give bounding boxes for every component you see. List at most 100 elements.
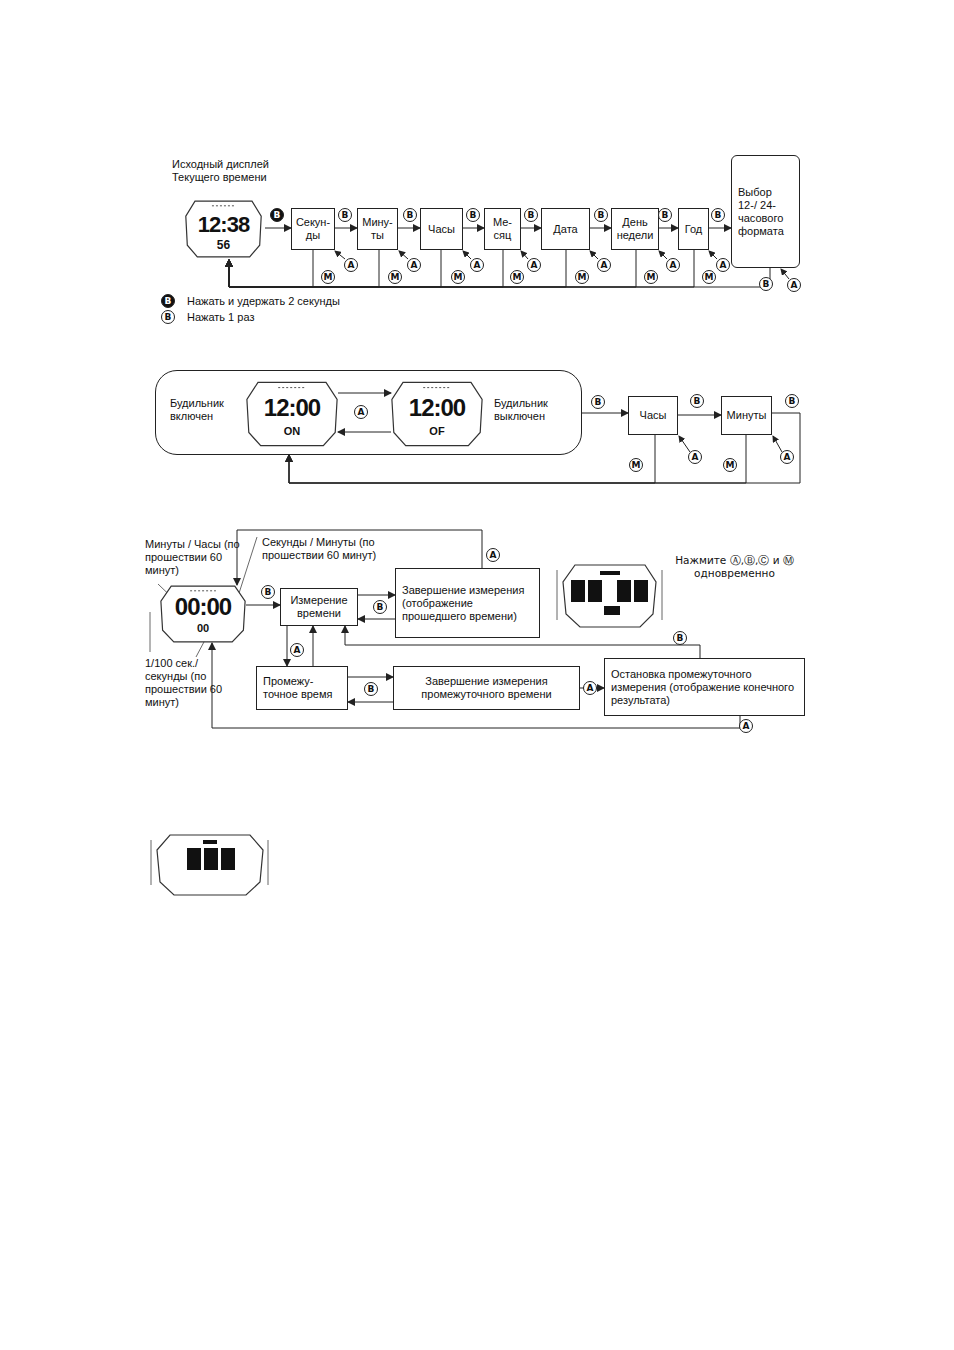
button-label: A xyxy=(344,258,358,272)
watch-display: 12:00OF xyxy=(391,381,483,447)
button-label: M xyxy=(388,270,402,284)
button-label: A xyxy=(780,450,794,464)
button-label: M xyxy=(644,270,658,284)
button-label: A xyxy=(688,450,702,464)
callout-text: 1/100 сек./ секунды (по прошествии 60 ми… xyxy=(145,657,241,709)
connector-arrow xyxy=(338,393,391,394)
button-label: B xyxy=(759,277,773,291)
connector-arrow xyxy=(289,435,655,483)
legend-text: Нажать 1 раз xyxy=(187,311,254,324)
button-label: A xyxy=(527,258,541,272)
button-label: B xyxy=(364,682,378,696)
connector-arrow xyxy=(348,702,393,703)
connector-arrow xyxy=(463,228,484,229)
connector-arrow xyxy=(358,595,395,596)
node-text: 56 xyxy=(185,238,262,252)
watch-display: Исходный дисплей Текущего времени12:3856 xyxy=(170,158,265,260)
button-label: M xyxy=(321,270,335,284)
all-segments-watch xyxy=(557,565,662,627)
node-text: 12:00 xyxy=(391,395,483,421)
process-box: Ме- сяц xyxy=(484,208,521,250)
button-label: A xyxy=(597,258,611,272)
node-text: 00 xyxy=(160,622,246,635)
node-text: Будильник выключен xyxy=(494,397,578,423)
connector-arrow xyxy=(229,250,636,287)
connector-arrow xyxy=(289,435,746,483)
process-box: Секун- ды xyxy=(291,208,335,250)
connector-arrow xyxy=(398,228,420,229)
node-text: Остановка промежуточного измерения (отоб… xyxy=(611,668,798,707)
button-label: A xyxy=(739,719,753,733)
button-label: M xyxy=(451,270,465,284)
connector-arrow xyxy=(358,619,395,620)
connector-arrow xyxy=(709,228,731,229)
callout-text: Минуты / Часы (по прошествии 60 минут) xyxy=(145,538,241,577)
process-box: Промежу- точное время xyxy=(256,666,348,710)
connector-arrow xyxy=(590,228,611,229)
node-text: Промежу- точное время xyxy=(263,675,341,701)
button-label: M xyxy=(575,270,589,284)
node-text: Секун- ды xyxy=(294,216,332,242)
button-label: M xyxy=(723,458,737,472)
alarm-group: Будильник включен Будильник выключен 12:00… xyxy=(155,370,582,455)
node-text: Ме- сяц xyxy=(487,216,518,242)
node-text: Часы xyxy=(640,409,667,422)
all-segments-watch xyxy=(151,835,268,895)
node-text: Дата xyxy=(553,223,577,236)
node-text: 00:00 xyxy=(160,594,246,620)
button-label: B xyxy=(711,208,725,222)
process-box: Завершение измерения промежуточного врем… xyxy=(393,666,580,710)
button-label: B xyxy=(658,208,672,222)
node-text: Будильник включен xyxy=(170,397,248,423)
button-label: B xyxy=(690,394,704,408)
process-box: Выбор 12-/ 24- часового формата xyxy=(731,155,800,268)
connector-arrow xyxy=(582,413,628,414)
node-text: Мину- ты xyxy=(360,216,395,242)
node-text: Завершение измерения промежуточного врем… xyxy=(396,675,577,701)
node-text: Минуты xyxy=(727,409,767,422)
connector-arrow xyxy=(659,228,678,229)
connector-arrow xyxy=(229,250,441,287)
button-label: A xyxy=(666,258,680,272)
button-label: A xyxy=(787,278,801,292)
button-label: A xyxy=(470,258,484,272)
button-label: B xyxy=(338,208,352,222)
node-text: Исходный дисплей Текущего времени xyxy=(172,158,282,184)
button-label: B xyxy=(270,208,284,222)
connector-arrow xyxy=(289,413,800,483)
node-text: Завершение измерения (отображение прошед… xyxy=(402,584,533,623)
button-label: A xyxy=(407,258,421,272)
connector-arrow xyxy=(229,250,313,287)
button-label: A xyxy=(290,643,304,657)
connector-arrow xyxy=(212,643,740,728)
process-box: Дата xyxy=(541,208,590,250)
connector-arrow xyxy=(229,250,566,287)
connector-arrow xyxy=(265,228,291,229)
node-text: День недели xyxy=(614,216,656,242)
button-label: M xyxy=(702,270,716,284)
connector-arrow xyxy=(521,228,541,229)
callout-text: Секунды / Минуты (по прошествии 60 минут… xyxy=(262,536,422,562)
node-text: 12:00 xyxy=(246,395,338,421)
node-text: OF xyxy=(391,425,483,438)
button-label: A xyxy=(583,681,597,695)
process-box: День недели xyxy=(611,208,659,250)
node-text: 12:38 xyxy=(185,213,262,237)
connector-arrow xyxy=(678,415,721,416)
connector-arrow xyxy=(338,432,391,433)
button-label: A xyxy=(354,405,368,419)
button-label: B xyxy=(673,631,687,645)
process-box: Часы xyxy=(420,208,463,250)
connector-arrow xyxy=(246,605,280,606)
button-label: B xyxy=(466,208,480,222)
button-label: B xyxy=(373,600,387,614)
button-label: B xyxy=(403,208,417,222)
connector-arrow xyxy=(313,626,314,666)
connector-arrow xyxy=(335,228,357,229)
button-label: M xyxy=(629,458,643,472)
callout-text: Нажмите Ⓐ,Ⓑ,Ⓒ и Ⓜ одновременно xyxy=(652,554,817,580)
connector-arrow xyxy=(348,677,393,678)
button-label: B xyxy=(591,395,605,409)
